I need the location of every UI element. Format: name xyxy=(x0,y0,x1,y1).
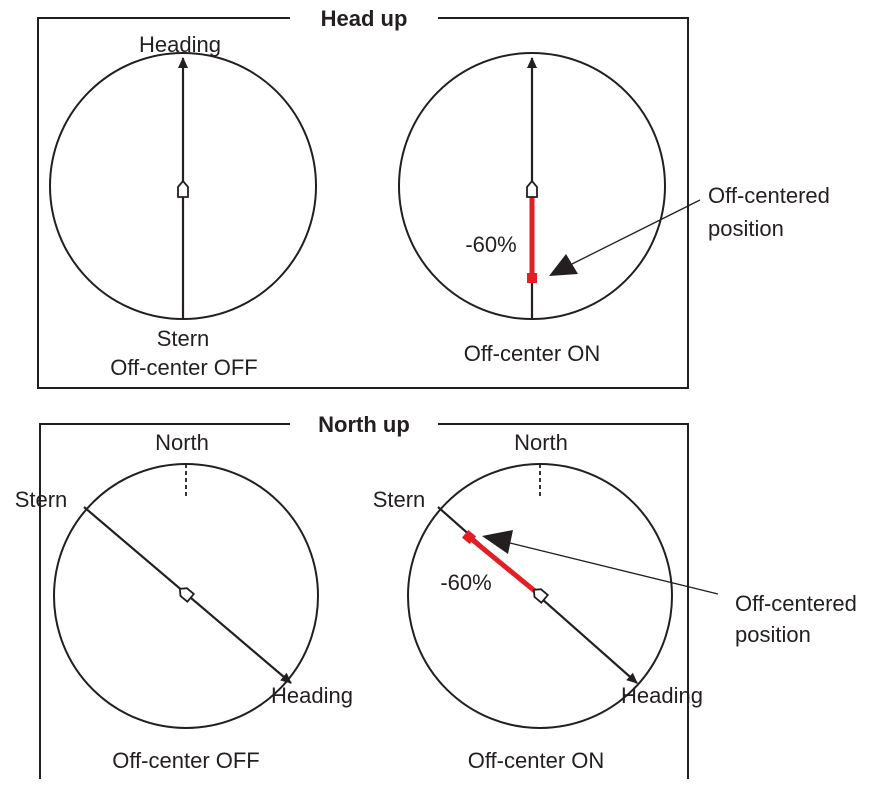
offset-percent-label: -60% xyxy=(440,570,491,595)
arrowhead-icon xyxy=(482,530,513,554)
offset-percent-label: -60% xyxy=(465,232,516,257)
north-up-panel: North up North Stern Heading Off-center … xyxy=(15,412,857,779)
north-up-frame-left xyxy=(39,423,290,779)
off-centered-position-marker xyxy=(461,529,477,545)
north-label: North xyxy=(514,430,568,455)
north-label: North xyxy=(155,430,209,455)
north-up-frame-right xyxy=(438,423,689,779)
head-up-panel: Head up Heading Stern Off-center OFF -60… xyxy=(37,6,830,389)
heading-label: Heading xyxy=(271,683,353,708)
ship-marker-icon xyxy=(177,179,189,198)
ship-marker-icon xyxy=(178,587,196,603)
stern-label: Stern xyxy=(157,326,210,351)
off-center-on-caption: Off-center ON xyxy=(468,748,605,773)
stern-label: Stern xyxy=(373,487,426,512)
off-centered-position-marker xyxy=(527,273,537,283)
callout-line-1: Off-centered xyxy=(708,183,830,208)
ship-marker-icon xyxy=(532,588,550,604)
north-up-off-dial: North Stern Heading Off-center OFF xyxy=(15,430,353,773)
callout-line-2: position xyxy=(708,216,784,241)
off-center-on-caption: Off-center ON xyxy=(464,341,601,366)
callout-leader xyxy=(571,199,701,265)
callout-line-2: position xyxy=(735,622,811,647)
callout-line-1: Off-centered xyxy=(735,591,857,616)
head-up-on-dial: -60% Off-center ON xyxy=(398,52,666,366)
head-up-frame xyxy=(37,17,689,389)
head-up-callout: Off-centered position xyxy=(549,183,830,276)
off-center-off-caption: Off-center OFF xyxy=(112,748,260,773)
stern-label: Stern xyxy=(15,487,68,512)
off-center-off-caption: Off-center OFF xyxy=(110,355,258,380)
north-up-title: North up xyxy=(318,412,410,437)
heading-label: Heading xyxy=(621,683,703,708)
north-up-on-dial: North Stern Heading -60% Off-center ON xyxy=(373,430,703,773)
ship-marker-icon xyxy=(526,179,538,198)
callout-leader xyxy=(509,542,719,595)
heading-label: Heading xyxy=(139,32,221,57)
head-up-off-dial: Heading Stern Off-center OFF xyxy=(49,32,317,380)
north-up-callout: Off-centered position xyxy=(482,530,857,647)
offset-line xyxy=(467,535,538,594)
head-up-title: Head up xyxy=(321,6,408,31)
arrowhead-icon xyxy=(549,254,578,276)
